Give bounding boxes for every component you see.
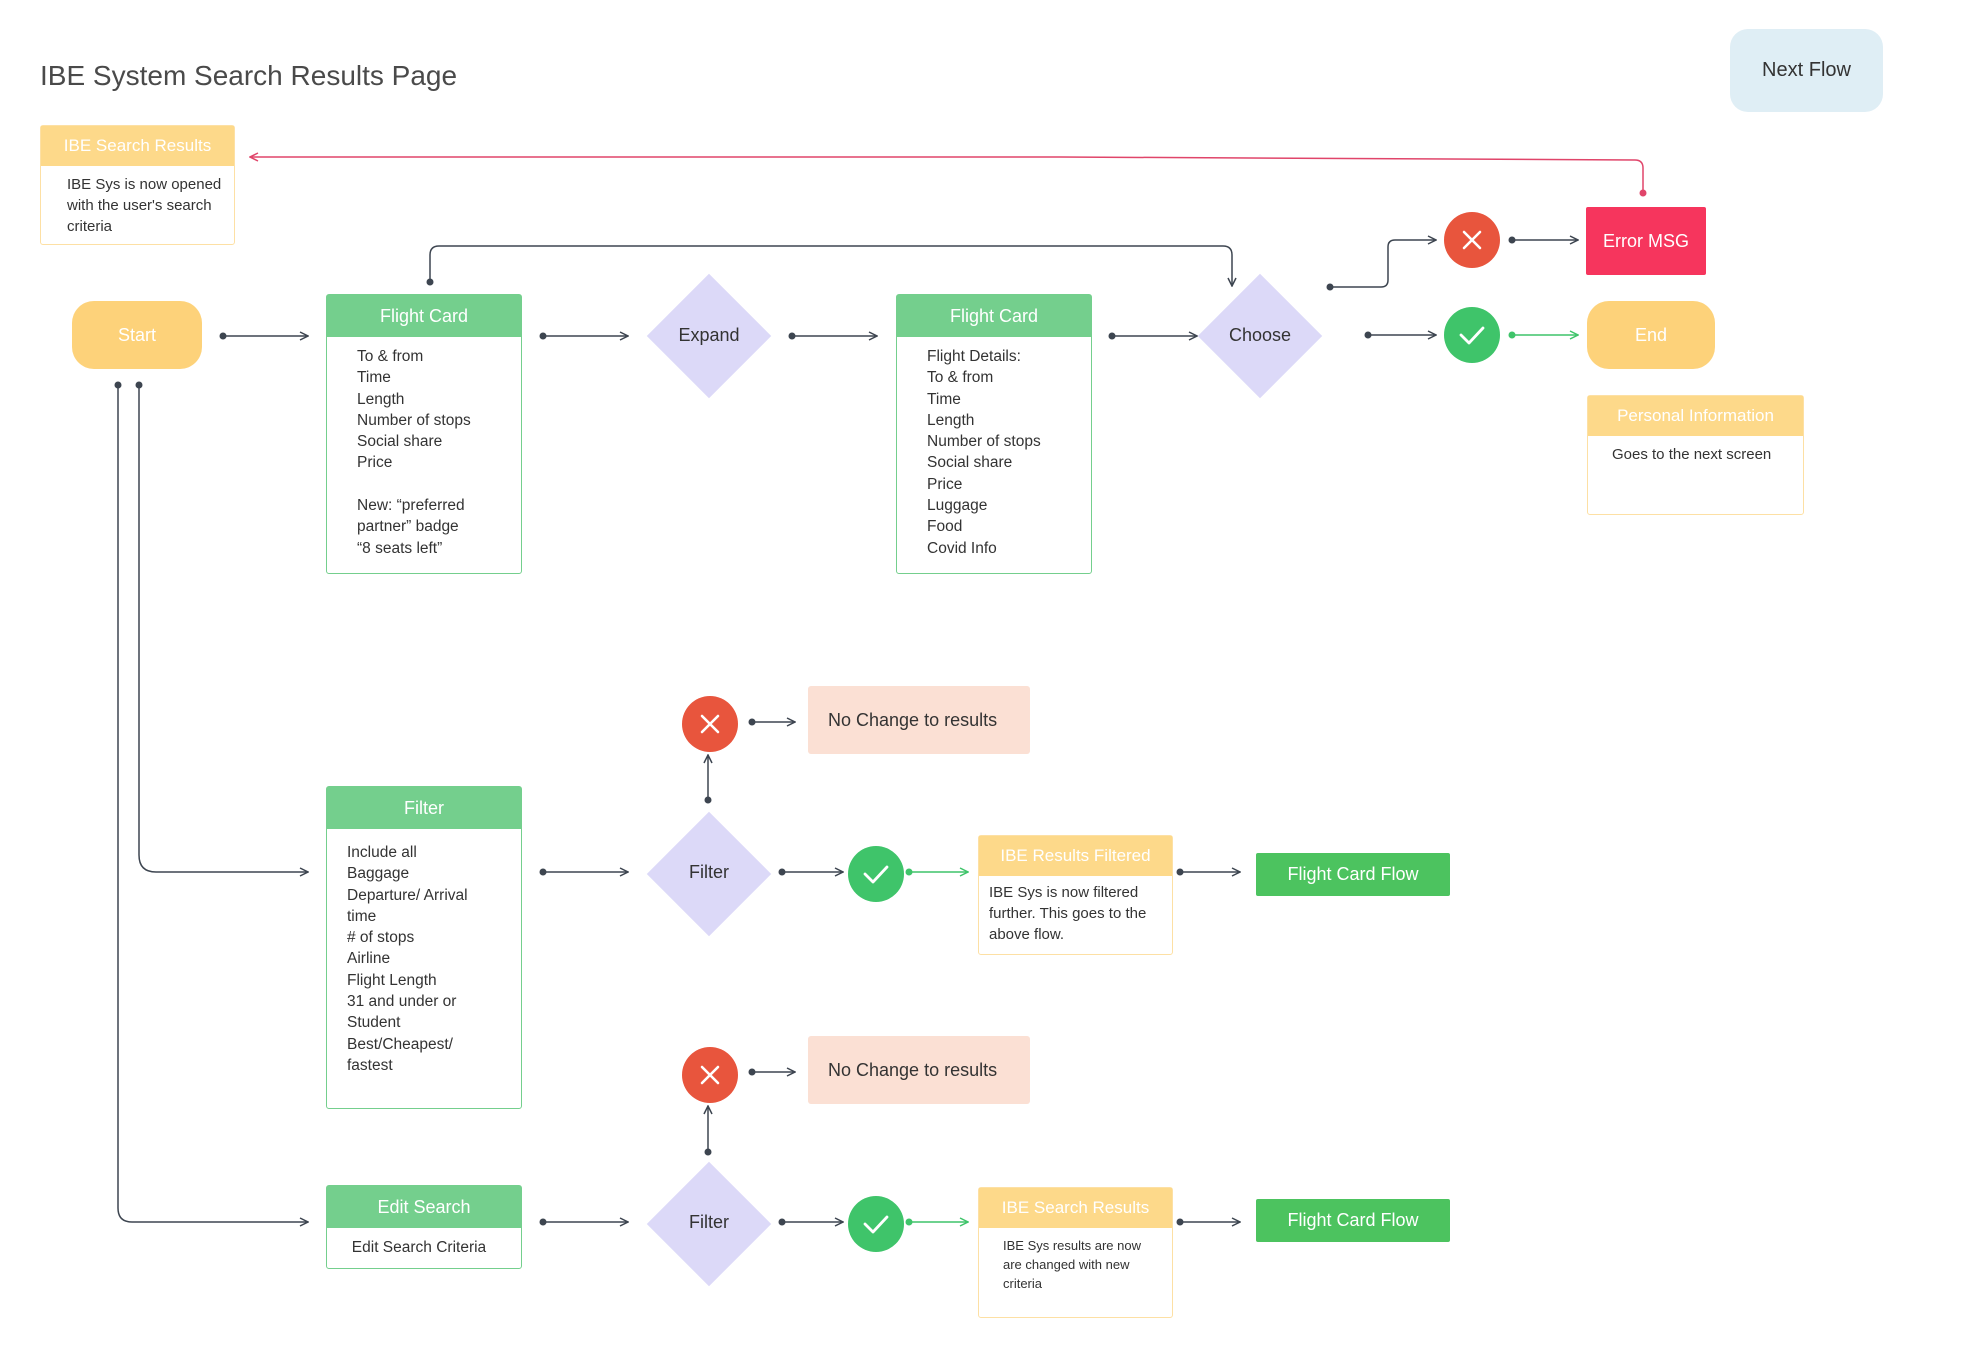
note-body: IBE Sys is now filtered further. This go… bbox=[989, 884, 1147, 943]
note-ibe-results-filtered: IBE Results Filtered IBE Sys is now filt… bbox=[978, 835, 1173, 955]
card-header: Flight Card bbox=[897, 295, 1091, 337]
note-header: IBE Results Filtered bbox=[979, 836, 1172, 876]
edge-dot bbox=[778, 1218, 786, 1226]
flight-card-flow-node[interactable]: Flight Card Flow bbox=[1256, 853, 1450, 896]
note-body: Goes to the next screen bbox=[1612, 446, 1772, 463]
edge-choose-x bbox=[1330, 240, 1436, 288]
edge-dot bbox=[905, 1218, 913, 1226]
edge-dot bbox=[426, 278, 434, 286]
note-ibe-search-results-top: IBE Search Results IBE Sys is now opened… bbox=[40, 125, 235, 245]
note-body: IBE Sys results are now are changed with… bbox=[1003, 1238, 1141, 1291]
card-header: Edit Search bbox=[327, 1186, 521, 1228]
reject-icon bbox=[682, 1047, 738, 1103]
edge-dot bbox=[1326, 283, 1334, 291]
edge-dot bbox=[905, 868, 913, 876]
note-header: Personal Information bbox=[1588, 396, 1803, 436]
edge-dot bbox=[748, 1068, 756, 1076]
note-header: IBE Search Results bbox=[41, 126, 234, 166]
filter-decision-label: Filter bbox=[689, 1212, 729, 1232]
edge-dot bbox=[788, 332, 796, 340]
edge-dot bbox=[1508, 236, 1516, 244]
edit-search-card-node[interactable]: Edit Search Edit Search Criteria bbox=[326, 1185, 522, 1269]
card-body: Include all Baggage Departure/ Arrival t… bbox=[347, 844, 468, 1074]
note-ibe-search-results-bottom: IBE Search Results IBE Sys results are n… bbox=[978, 1187, 1173, 1318]
approve-icon bbox=[848, 1196, 904, 1252]
reject-icon bbox=[1444, 212, 1500, 268]
edge-dot bbox=[114, 381, 122, 389]
edge-dot bbox=[539, 868, 547, 876]
edge-dot bbox=[1176, 1218, 1184, 1226]
flight-card-details-node[interactable]: Flight Card Flight Details: To & from Ti… bbox=[896, 294, 1092, 574]
edge-dot bbox=[748, 718, 756, 726]
edge-dot bbox=[1176, 868, 1184, 876]
edge-start-editsearch bbox=[117, 385, 308, 1222]
edge-dot bbox=[778, 868, 786, 876]
filter-decision-label: Filter bbox=[689, 862, 729, 882]
expand-decision-label: Expand bbox=[678, 325, 740, 345]
edge-dot bbox=[219, 332, 227, 340]
note-header: IBE Search Results bbox=[979, 1188, 1172, 1228]
edge-dot bbox=[539, 332, 547, 340]
card-header: Flight Card bbox=[327, 295, 521, 337]
next-flow-button[interactable]: Next Flow bbox=[1730, 29, 1883, 112]
approve-icon bbox=[1444, 307, 1500, 363]
edge-dot bbox=[1364, 331, 1372, 339]
edge-flightcard-choose-loop bbox=[429, 245, 1232, 286]
note-personal-information: Personal Information Goes to the next sc… bbox=[1587, 395, 1804, 515]
edge-dot bbox=[1639, 189, 1647, 197]
start-node[interactable]: Start bbox=[72, 301, 202, 369]
filter-card-node[interactable]: Filter Include all Baggage Departure/ Ar… bbox=[326, 786, 522, 1109]
card-body: Flight Details: To & from Time Length Nu… bbox=[927, 348, 1041, 557]
choose-decision-label: Choose bbox=[1228, 325, 1292, 345]
flight-card-flow-node[interactable]: Flight Card Flow bbox=[1256, 1199, 1450, 1242]
edge-dot bbox=[539, 1218, 547, 1226]
edge-dot bbox=[704, 796, 712, 804]
card-body: To & from Time Length Number of stops So… bbox=[357, 348, 471, 557]
approve-icon bbox=[848, 846, 904, 902]
edge-dot bbox=[1508, 331, 1516, 339]
card-header: Filter bbox=[327, 787, 521, 829]
edge-dot bbox=[1108, 332, 1116, 340]
card-body: Edit Search Criteria bbox=[351, 1239, 487, 1256]
end-node[interactable]: End bbox=[1587, 301, 1715, 369]
no-change-node[interactable]: No Change to results bbox=[808, 1036, 1030, 1104]
edge-error-to-searchresults bbox=[250, 157, 1644, 193]
edge-start-filter bbox=[138, 385, 308, 872]
page-title: IBE System Search Results Page bbox=[40, 60, 458, 91]
edge-dot bbox=[135, 381, 143, 389]
reject-icon bbox=[682, 696, 738, 752]
flight-card-node[interactable]: Flight Card To & from Time Length Number… bbox=[326, 294, 522, 574]
error-msg-node[interactable]: Error MSG bbox=[1586, 207, 1706, 275]
edge-dot bbox=[704, 1148, 712, 1156]
no-change-node[interactable]: No Change to results bbox=[808, 686, 1030, 754]
note-body: IBE Sys is now opened with the user's se… bbox=[67, 176, 222, 235]
